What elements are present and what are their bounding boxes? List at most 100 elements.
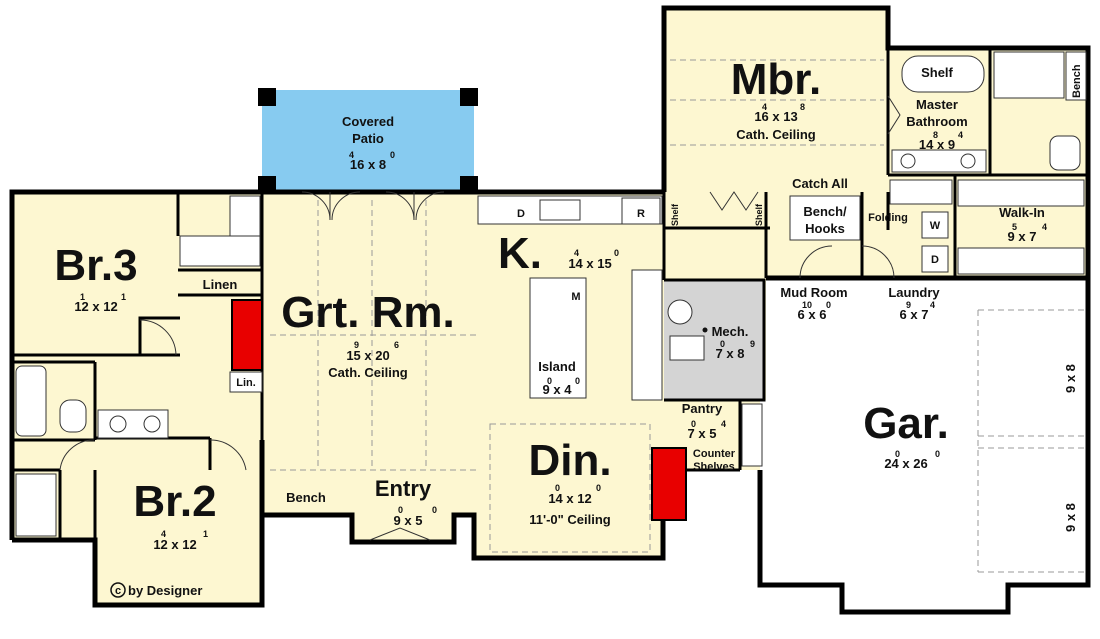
mech-dim: 7 x 8 bbox=[716, 346, 745, 361]
counter-shelves-label: Counter bbox=[693, 448, 736, 460]
entry-name: Entry bbox=[375, 476, 432, 501]
br2-sup-a: 4 bbox=[161, 529, 166, 539]
mbath-dim: 14 x 9 bbox=[919, 137, 955, 152]
great-room-sup-a: 9 bbox=[354, 340, 359, 350]
br3-dim: 12 x 12 bbox=[74, 299, 117, 314]
garage-sup-b: 0 bbox=[935, 449, 940, 459]
fixture-shelf-1: Shelf bbox=[670, 203, 680, 226]
interior-walls bbox=[12, 48, 1088, 540]
bench-mbr bbox=[1065, 51, 1087, 101]
mbath-sup-b: 4 bbox=[958, 130, 963, 140]
kitchen-sup-a: 4 bbox=[574, 248, 579, 258]
fixture-shelf-2: Shelf bbox=[754, 203, 764, 226]
kitchen-dim: 14 x 15 bbox=[568, 256, 611, 271]
patio-dim: 16 x 8 bbox=[350, 157, 386, 172]
patio-posts bbox=[258, 88, 478, 194]
dining-note: 11'-0" Ceiling bbox=[529, 512, 611, 527]
mbath-name: Master bbox=[916, 97, 958, 112]
mud-room-sup-a: 10 bbox=[802, 300, 812, 310]
br3-sup-b: 1 bbox=[121, 292, 126, 302]
closet-rod bbox=[957, 247, 1085, 275]
laundry-closet bbox=[889, 179, 953, 205]
entry-dim: 9 x 5 bbox=[394, 513, 423, 528]
island-sup-b: 0 bbox=[575, 376, 580, 386]
bench-mbr-label: Bench bbox=[1071, 64, 1083, 98]
copyright-symbol: c bbox=[115, 585, 121, 597]
great-room-dim: 15 x 20 bbox=[346, 348, 389, 363]
mech-name: Mech. bbox=[712, 324, 749, 339]
bathtub bbox=[901, 55, 985, 93]
island-sup-a: 0 bbox=[547, 376, 552, 386]
vanity bbox=[891, 149, 987, 173]
patio-name: Covered bbox=[342, 114, 394, 129]
dining-dim: 14 x 12 bbox=[548, 491, 591, 506]
ceiling-lines bbox=[270, 59, 1085, 573]
mud-room-sup-b: 0 bbox=[826, 300, 831, 310]
mbr-sup-a: 4 bbox=[762, 102, 767, 112]
mbr-sup-b: 8 bbox=[800, 102, 805, 112]
great-room-sup-b: 6 bbox=[394, 340, 399, 350]
patio-sup-b: 0 bbox=[390, 150, 395, 160]
island-dim: 9 x 4 bbox=[543, 382, 573, 397]
laundry-sup-a: 9 bbox=[906, 300, 911, 310]
sink bbox=[109, 415, 127, 433]
bench-label: Bench bbox=[286, 490, 326, 505]
furnace bbox=[669, 335, 705, 361]
refrigerator bbox=[621, 197, 661, 225]
bathtub bbox=[15, 365, 47, 437]
bench-hooks-label: Bench/ bbox=[803, 204, 847, 219]
entry-sup-b: 0 bbox=[432, 505, 437, 515]
br3-sup-a: 1 bbox=[80, 292, 85, 302]
mbr-name: Mbr. bbox=[731, 55, 821, 104]
side-counter bbox=[631, 269, 663, 401]
br2-dim: 12 x 12 bbox=[153, 537, 196, 552]
lin-label: Lin. bbox=[236, 377, 256, 389]
garage-door-dim: 9 x 8 bbox=[1063, 503, 1078, 532]
great-room-name: Grt. Rm. bbox=[281, 288, 455, 337]
br2-sup-b: 1 bbox=[203, 529, 208, 539]
walk-in-name: Walk-In bbox=[999, 205, 1045, 220]
patio-post bbox=[460, 176, 478, 194]
br3-name: Br.3 bbox=[54, 241, 137, 290]
pantry-sup-a: 0 bbox=[691, 419, 696, 429]
pantry-sup-b: 4 bbox=[721, 419, 726, 429]
walk-in-dim: 9 x 7 bbox=[1008, 229, 1037, 244]
patio-name: Patio bbox=[352, 131, 384, 146]
kitchen-island bbox=[529, 277, 587, 399]
fireplace-right bbox=[651, 447, 687, 521]
fixture-r: R bbox=[637, 208, 645, 220]
mbath-name: Bathroom bbox=[906, 114, 967, 129]
fixture-m: M bbox=[571, 291, 580, 303]
mbr-note: Cath. Ceiling bbox=[736, 127, 816, 142]
lin-closet bbox=[229, 371, 263, 393]
labels: Covered Patio 16 x 8 4 0 Br.3 12 x 12 1 … bbox=[54, 55, 1083, 598]
pantry-dim: 7 x 5 bbox=[688, 426, 717, 441]
closet-rod bbox=[15, 473, 57, 537]
dining-sup-a: 0 bbox=[555, 483, 560, 493]
entry-sup-a: 0 bbox=[398, 505, 403, 515]
garage-name: Gar. bbox=[863, 399, 949, 448]
mud-room-name: Mud Room bbox=[780, 285, 847, 300]
catch-all-label: Catch All bbox=[792, 176, 848, 191]
closet-rod bbox=[957, 179, 1085, 207]
garage-dim: 24 x 26 bbox=[884, 456, 927, 471]
copyright-icon bbox=[110, 582, 126, 598]
garage-floor bbox=[760, 278, 1088, 612]
mech-sup-b: 9 bbox=[750, 339, 755, 349]
walk-in-sup-a: 5 bbox=[1012, 222, 1017, 232]
mbath-shelf: Shelf bbox=[921, 65, 953, 80]
fixture-d: D bbox=[517, 208, 525, 220]
patio-post bbox=[258, 176, 276, 194]
shower bbox=[993, 51, 1065, 99]
garage-sup-a: 0 bbox=[895, 449, 900, 459]
sink bbox=[900, 153, 916, 169]
patio-floor bbox=[262, 90, 474, 192]
closet-shelf bbox=[229, 195, 261, 237]
laundry-sup-b: 4 bbox=[930, 300, 935, 310]
fireplace-left bbox=[231, 299, 263, 371]
mech-sup-a: 0 bbox=[720, 339, 725, 349]
linen-label: Linen bbox=[203, 277, 238, 292]
walk-in-sup-b: 4 bbox=[1042, 222, 1047, 232]
mud-bench bbox=[789, 195, 861, 241]
